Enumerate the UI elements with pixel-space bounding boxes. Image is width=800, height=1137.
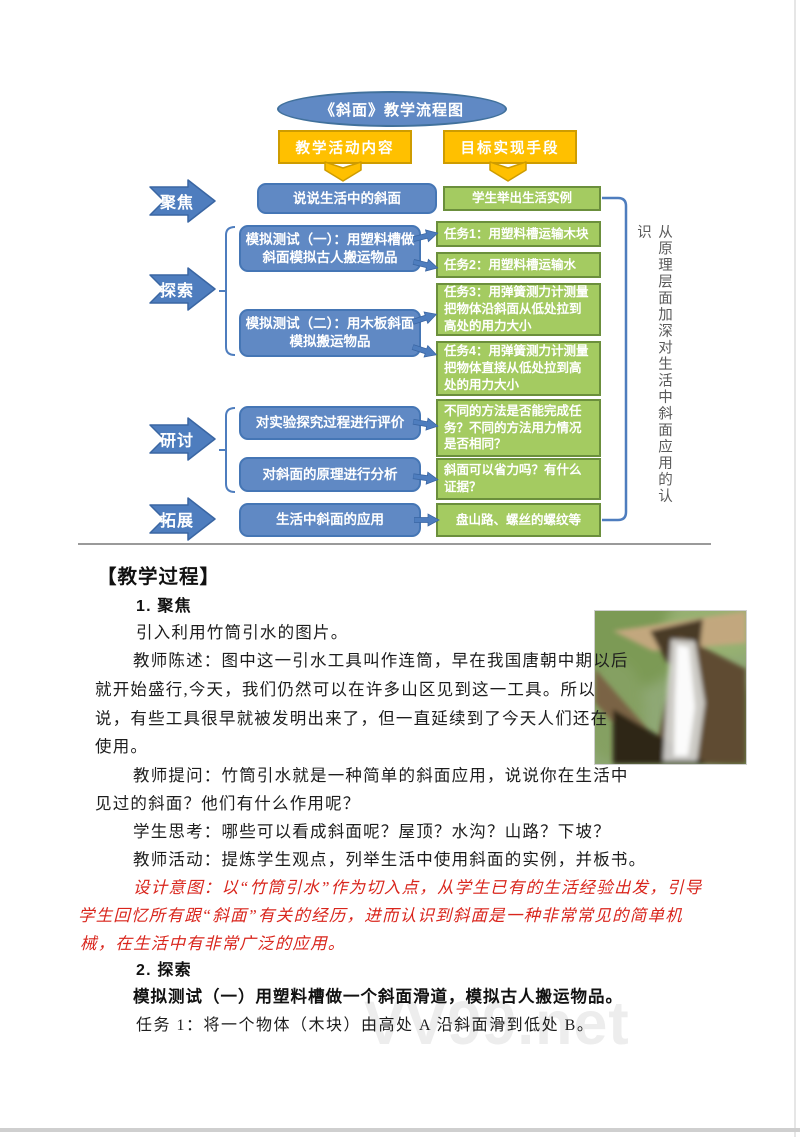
- activity-box-test-one: 模拟测试（一）：用塑料槽做斜面模拟古人搬运物品: [239, 225, 421, 272]
- stage-label-focus: 聚焦: [159, 195, 194, 212]
- column-header-goals: 目标实现手段: [443, 130, 577, 164]
- task-box-3: 任务3：用弹簧测力计测量把物体沿斜面从低处拉到高处的用力大小: [436, 283, 601, 336]
- stage-arrow-explore: 探索: [149, 267, 217, 311]
- right-chevron-arrow-icon: [149, 179, 216, 223]
- paragraph-line-bold: 模拟测试（一）用塑料槽做一个斜面滑道，模拟古人搬运物品。: [133, 988, 623, 1006]
- right-chevron-arrow-icon: [149, 267, 216, 311]
- task-box-2: 任务2：用塑料槽运输水: [436, 252, 601, 278]
- section-heading-teaching-process: 【教学过程】: [97, 566, 221, 588]
- paragraph-line: 就开始盛行,今天，我们仍然可以在许多山区见到这一工具。所以: [95, 680, 596, 699]
- discuss-group-bracket: [219, 407, 236, 493]
- paragraph-line: 使用。: [95, 737, 149, 756]
- connector-arrow-icon: [412, 258, 439, 272]
- stage-label-extend: 拓展: [159, 513, 194, 530]
- task-box-examples-roads: 盘山路、螺丝的螺纹等: [436, 503, 601, 537]
- flowchart-side-note: 从原理层面加深对生活中斜面应用的认识: [635, 224, 672, 505]
- activity-box-evaluate: 对实验探究过程进行评价: [239, 406, 421, 440]
- activity-box-test-two: 模拟测试（二）：用木板斜面模拟搬运物品: [239, 309, 421, 357]
- stage-arrow-focus: 聚焦: [149, 179, 217, 223]
- page-edge-bottom: [0, 1128, 800, 1132]
- column-header-activities-label: 教学活动内容: [295, 140, 395, 157]
- right-chevron-arrow-icon: [149, 417, 216, 461]
- stage-arrow-discuss: 研讨: [149, 417, 217, 461]
- design-intent-line: 学生回忆所有跟“斜面”有关的经历，进而认识到斜面是一种非常常见的简单机: [78, 906, 683, 925]
- task-box-examples: 学生举出生活实例: [443, 186, 601, 211]
- paragraph-line: 说，有些工具很早就被发明出来了，但一直延续到了今天人们还在: [95, 709, 609, 728]
- explore-group-bracket: [219, 226, 236, 356]
- stage-label-discuss: 研讨: [159, 433, 194, 450]
- paragraph-line: 引入利用竹筒引水的图片。: [136, 623, 349, 642]
- activity-box-talk-about-slopes: 说说生活中的斜面: [257, 183, 437, 214]
- connector-arrow-icon: [412, 229, 439, 243]
- down-arrow-icon: [324, 161, 362, 182]
- paragraph-line: 见过的斜面？他们有什么作用呢？: [95, 794, 361, 813]
- right-chevron-arrow-icon: [149, 497, 216, 541]
- task-box-question-evidence: 斜面可以省力吗？有什么证据？: [436, 458, 601, 500]
- paragraph-line: 教师陈述：图中这一引水工具叫作连筒，早在我国唐朝中期以后: [133, 651, 629, 670]
- subheading-2-explore: 2. 探索: [136, 962, 192, 979]
- connector-arrow-icon: [412, 417, 439, 431]
- activity-box-applications: 生活中斜面的应用: [239, 503, 421, 537]
- connector-arrow-icon: [412, 471, 439, 485]
- connector-arrow-icon: [411, 344, 438, 358]
- paragraph-line: 任务 1：将一个物体（木块）由高处 A 沿斜面滑到低处 B。: [136, 1017, 595, 1034]
- subheading-1-focus: 1. 聚焦: [136, 598, 192, 615]
- column-header-goals-label: 目标实现手段: [460, 140, 560, 157]
- task-box-4: 任务4：用弹簧测力计测量把物体直接从低处拉到高处的用力大小: [436, 341, 601, 396]
- activity-box-analyze: 对斜面的原理进行分析: [239, 457, 421, 492]
- stage-arrow-extend: 拓展: [149, 497, 217, 541]
- paragraph-line: 教师提问：竹筒引水就是一种简单的斜面应用，说说你在生活中: [133, 766, 629, 785]
- task-box-question-methods: 不同的方法是否能完成任务？不同的方法用力情况是否相同？: [436, 399, 601, 457]
- summary-bracket: [602, 196, 628, 522]
- section-divider: [78, 543, 711, 545]
- down-arrow-icon: [489, 161, 527, 182]
- flowchart-title: 《斜面》教学流程图: [319, 101, 464, 119]
- flowchart-title-ellipse: 《斜面》教学流程图: [277, 91, 507, 127]
- paragraph-line: 学生思考：哪些可以看成斜面呢？屋顶？水沟？山路？下坡？: [133, 822, 611, 841]
- column-header-activities: 教学活动内容: [278, 130, 412, 164]
- stage-label-explore: 探索: [159, 283, 194, 300]
- design-intent-line: 械，在生活中有非常广泛的应用。: [80, 934, 346, 953]
- bamboo-water-photo: [561, 587, 767, 771]
- connector-arrow-icon: [411, 311, 438, 325]
- design-intent-line: 设计意图：以“竹筒引水”作为切入点，从学生已有的生活经验出发，引导: [133, 878, 703, 897]
- page-edge-right: [794, 0, 796, 1137]
- paragraph-line: 教师活动：提炼学生观点，列举生活中使用斜面的实例，并板书。: [133, 850, 647, 869]
- task-box-1: 任务1：用塑料槽运输木块: [436, 221, 601, 247]
- connector-arrow-icon: [414, 513, 440, 527]
- watermark: VV99.net: [364, 989, 630, 1057]
- bamboo-water-illustration: [561, 587, 767, 771]
